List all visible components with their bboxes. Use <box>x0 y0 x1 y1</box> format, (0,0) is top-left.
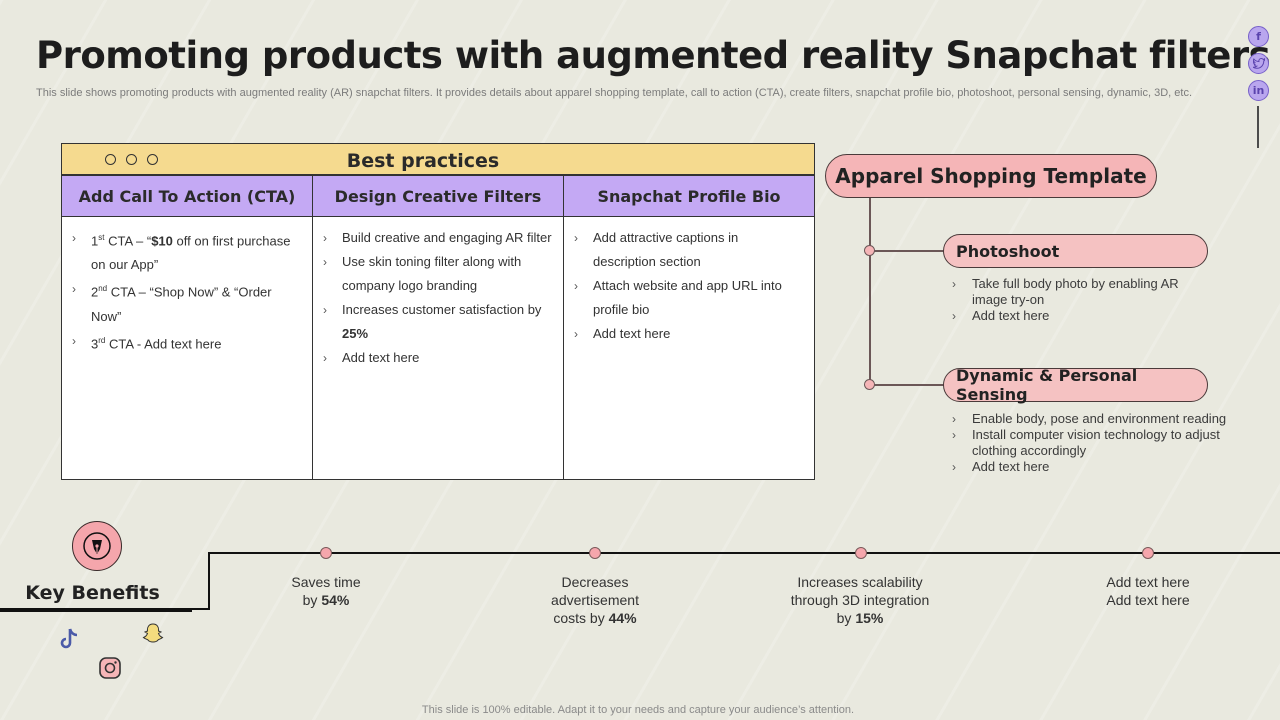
sensing-list: ›Enable body, pose and environment readi… <box>952 411 1242 475</box>
timeline-line <box>210 552 1280 554</box>
chevron-right-icon: › <box>72 333 76 348</box>
column-profile-bio: Snapchat Profile Bio › Add attractive ca… <box>564 176 814 479</box>
pen-nib-icon <box>72 521 122 571</box>
list-item: › Use skin toning filter along with comp… <box>323 250 553 298</box>
list-item: ›Add text here <box>952 308 1050 323</box>
benefit-saves-time: Saves time by 54% <box>291 574 361 608</box>
slide-title: Promoting products with augmented realit… <box>36 34 1271 77</box>
key-benefits-label: Key Benefits <box>25 582 160 604</box>
tree-branch <box>870 250 944 252</box>
list-item: ›Install computer vision technology to a… <box>952 427 1220 458</box>
list-item: › 2nd CTA – “Shop Now” & “Order Now” <box>72 277 302 328</box>
instagram-icon <box>97 655 123 681</box>
photoshoot-pill: Photoshoot <box>943 234 1208 268</box>
column-filters: Design Creative Filters › Build creative… <box>313 176 564 479</box>
timeline-line <box>208 552 210 610</box>
chevron-right-icon: › <box>952 412 956 426</box>
chevron-right-icon: › <box>323 255 327 269</box>
social-divider <box>1257 106 1259 148</box>
best-practices-table: Best practices Add Call To Action (CTA) … <box>61 143 815 480</box>
window-dot <box>126 154 137 165</box>
list-item: › Add text here <box>574 322 804 346</box>
timeline-dot <box>1142 547 1154 559</box>
list-item: › 3rd CTA - Add text here <box>72 329 302 356</box>
chevron-right-icon: › <box>72 231 76 245</box>
chevron-right-icon: › <box>574 279 578 293</box>
table-header: Best practices <box>62 144 814 176</box>
list-item: › Add attractive captions in description… <box>574 226 804 274</box>
chevron-right-icon: › <box>952 428 956 442</box>
chevron-right-icon: › <box>72 282 76 297</box>
photoshoot-list: ›Take full body photo by enabling AR ima… <box>952 276 1202 324</box>
list-item: › Increases customer satisfaction by 25% <box>323 298 553 346</box>
benefit-decreases-costs: Decreases advertisement costs by 44% <box>551 574 639 626</box>
apparel-template-pill: Apparel Shopping Template <box>825 154 1157 198</box>
list-item: › 1st CTA – “$10 off on first purchase o… <box>72 226 302 277</box>
chevron-right-icon: › <box>574 231 578 245</box>
tree-node <box>864 379 875 390</box>
table-title: Best practices <box>346 150 500 172</box>
benefit-placeholder: Add text here Add text here <box>1106 574 1190 608</box>
timeline-dot <box>589 547 601 559</box>
window-dot <box>147 154 158 165</box>
tree-branch <box>870 384 944 386</box>
slide-subtitle: This slide shows promoting products with… <box>36 87 1192 99</box>
chevron-right-icon: › <box>323 351 327 365</box>
footer-note: This slide is 100% editable. Adapt it to… <box>421 704 855 716</box>
chevron-right-icon: › <box>323 231 327 245</box>
snapchat-icon <box>140 621 166 647</box>
column-heading: Snapchat Profile Bio <box>564 176 814 217</box>
list-item: ›Add text here <box>952 459 1050 474</box>
linkedin-icon[interactable]: in <box>1248 80 1269 101</box>
chevron-right-icon: › <box>574 327 578 341</box>
list-item: › Add text here <box>323 346 553 370</box>
column-cta: Add Call To Action (CTA) › 1st CTA – “$1… <box>62 176 313 479</box>
timeline-line <box>192 608 210 610</box>
twitter-icon[interactable] <box>1248 53 1269 74</box>
list-item: › Build creative and engaging AR filter <box>323 226 553 250</box>
timeline-dot <box>320 547 332 559</box>
window-dot <box>105 154 116 165</box>
tree-connector <box>869 198 871 388</box>
chevron-right-icon: › <box>323 303 327 317</box>
list-item: › Attach website and app URL into profil… <box>574 274 804 322</box>
chevron-right-icon: › <box>952 309 956 323</box>
chevron-right-icon: › <box>952 460 956 474</box>
column-heading: Add Call To Action (CTA) <box>62 176 312 217</box>
key-benefits-underline <box>0 608 192 612</box>
timeline-dot <box>855 547 867 559</box>
sensing-pill: Dynamic & Personal Sensing <box>943 366 1208 404</box>
tree-node <box>864 245 875 256</box>
list-item: ›Enable body, pose and environment readi… <box>952 411 1227 426</box>
facebook-icon[interactable]: f <box>1248 26 1269 47</box>
tiktok-icon <box>57 626 81 652</box>
chevron-right-icon: › <box>952 277 956 291</box>
list-item: ›Take full body photo by enabling AR ima… <box>952 276 1179 307</box>
column-heading: Design Creative Filters <box>313 176 563 217</box>
benefit-scalability: Increases scalability through 3D integra… <box>790 574 930 626</box>
